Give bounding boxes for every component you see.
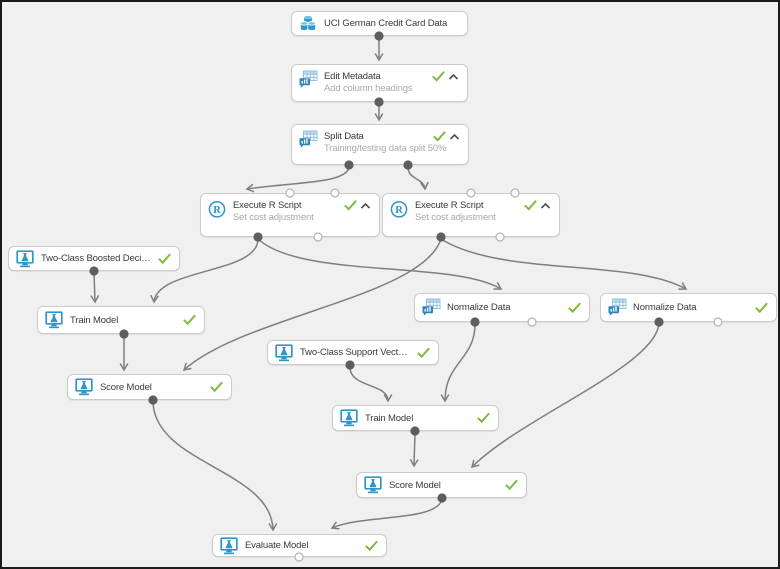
node-svm[interactable]: Two-Class Support Vector... [267, 340, 439, 365]
success-check-icon [433, 131, 446, 142]
model-icon [44, 310, 64, 330]
node-title: Train Model [70, 314, 119, 326]
r-script-icon: R [389, 199, 409, 219]
node-uci-dataset[interactable]: UCI German Credit Card Data [291, 11, 468, 36]
transform-icon [421, 298, 441, 318]
node-title: UCI German Credit Card Data [324, 18, 448, 29]
model-icon [339, 408, 359, 428]
success-check-icon [477, 412, 490, 424]
success-check-icon [183, 314, 196, 326]
node-subtitle: Set cost adjustment [415, 212, 496, 223]
node-title: Normalize Data [447, 302, 511, 313]
success-check-icon [524, 200, 537, 211]
collapse-caret-icon[interactable] [540, 202, 551, 210]
node-title: Train Model [365, 412, 414, 424]
node-normalize-data-1[interactable]: Normalize Data [414, 293, 590, 322]
node-subtitle: Add column headings [324, 83, 413, 94]
success-check-icon [755, 302, 768, 313]
model-icon [219, 536, 239, 556]
node-title: Two-Class Boosted Decision... [41, 253, 166, 264]
node-subtitle: Set cost adjustment [233, 212, 314, 223]
dataset-icon [298, 14, 318, 34]
success-check-icon [432, 71, 445, 82]
success-check-icon [344, 200, 357, 211]
node-boosted-tree[interactable]: Two-Class Boosted Decision... [8, 246, 180, 271]
node-score-model-left[interactable]: Score Model [67, 374, 232, 400]
node-evaluate-model[interactable]: Evaluate Model [212, 534, 387, 557]
r-script-icon: R [207, 199, 227, 219]
node-train-model-left[interactable]: Train Model [37, 306, 205, 334]
transform-icon [298, 130, 318, 150]
model-icon [274, 343, 294, 363]
success-check-icon [417, 347, 430, 358]
transform-icon [607, 298, 627, 318]
model-icon [15, 249, 35, 269]
success-check-icon [365, 540, 378, 551]
collapse-caret-icon[interactable] [448, 73, 459, 81]
node-score-model-right[interactable]: Score Model [356, 472, 527, 498]
node-title: Two-Class Support Vector... [300, 347, 414, 358]
collapse-caret-icon[interactable] [360, 202, 371, 210]
node-train-model-right[interactable]: Train Model [332, 405, 499, 431]
svg-text:R: R [213, 205, 221, 216]
node-title: Normalize Data [633, 302, 697, 313]
node-title: Score Model [100, 381, 152, 393]
collapse-caret-icon[interactable] [449, 133, 460, 141]
success-check-icon [158, 253, 171, 264]
model-icon [363, 475, 383, 495]
model-icon [74, 377, 94, 397]
node-normalize-data-2[interactable]: Normalize Data [600, 293, 777, 322]
success-check-icon [505, 479, 518, 491]
node-title: Evaluate Model [245, 540, 309, 551]
svg-text:R: R [395, 205, 403, 216]
success-check-icon [568, 302, 581, 313]
node-subtitle: Training/testing data split 50% [324, 143, 447, 154]
transform-icon [298, 70, 318, 90]
success-check-icon [210, 381, 223, 393]
node-title: Score Model [389, 479, 441, 491]
